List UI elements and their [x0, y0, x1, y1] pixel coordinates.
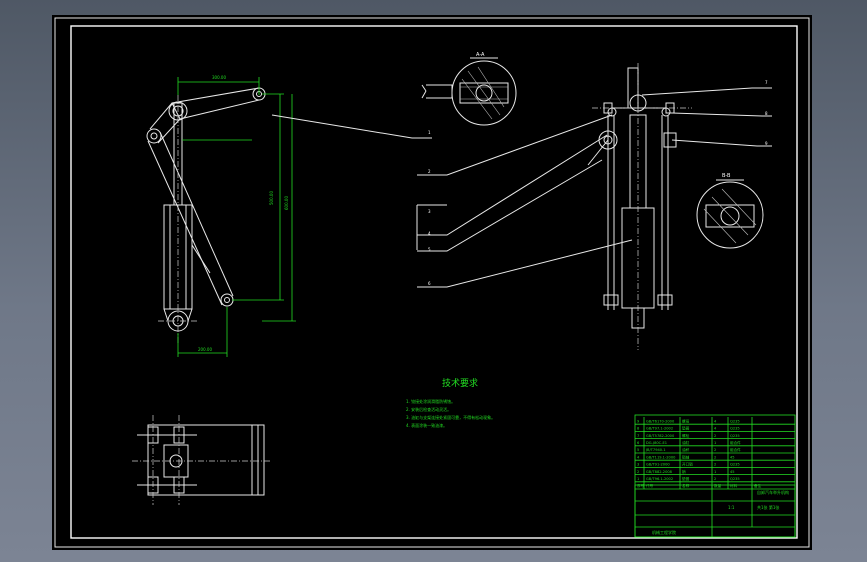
bom-cell: 油缸 [682, 440, 690, 445]
svg-text:8: 8 [765, 111, 768, 116]
plan-view [132, 415, 272, 505]
bom-cell: 2 [714, 463, 716, 467]
bom-cell: 3 [637, 463, 639, 467]
bom-cell: 2 [637, 470, 639, 474]
svg-text:600.00: 600.00 [284, 196, 289, 210]
bom-cell: 销 [682, 469, 686, 474]
bom-cell: 5 [637, 448, 639, 452]
notes-title: 技术要求 [442, 377, 478, 389]
balloon-labels: 1 2 3 4 5 6 7 8 9 [428, 80, 768, 286]
svg-text:300.00: 300.00 [212, 75, 226, 80]
bom-cell: 45 [730, 470, 735, 474]
bom-header-cell: 代号 [646, 483, 654, 488]
title-block: 自卸汽车举升机构 1:1 共1张 第1张 机械工程学院 [634, 484, 796, 538]
bom-cell: 8 [637, 427, 640, 431]
svg-text:4: 4 [428, 231, 431, 236]
detail-a: A-A [421, 52, 517, 126]
cad-drawing-canvas[interactable]: 300.00 500.00 600.00 200.00 [52, 15, 812, 550]
bom-cell: GB/T97.1-2002 [646, 427, 673, 431]
bom-cell: GB/T6170-2000 [646, 419, 675, 423]
bom-cell: 2 [714, 455, 716, 459]
bom-header-cell: 数量 [714, 483, 722, 488]
bom-cell: GB/T91-2000 [646, 463, 670, 467]
svg-text:1: 1 [428, 130, 431, 135]
technical-notes: 技术要求 1. 铰接处涂润滑脂防锈蚀。 2. 安装后检查活动灵活。 3. 油缸与… [406, 377, 495, 428]
svg-text:3: 3 [428, 209, 431, 214]
bom-cell: 垫圈 [682, 476, 690, 481]
bom-cell: 7 [637, 434, 639, 438]
bom-cell: 4 [714, 427, 717, 431]
bom-cell: 油杯 [682, 447, 690, 452]
svg-text:B-B: B-B [722, 173, 731, 179]
note-2: 2. 安装后检查活动灵活。 [406, 406, 451, 412]
svg-text:5: 5 [428, 247, 431, 252]
leader-lines-right [416, 87, 772, 288]
bom-cell: 4 [637, 455, 640, 459]
bom-cell: 2 [714, 448, 716, 452]
bom-cell: 6 [637, 441, 640, 445]
detail-b: B-B [696, 173, 764, 249]
svg-text:2: 2 [428, 169, 431, 174]
school-name: 机械工程学院 [652, 529, 676, 535]
bom-cell: 4 [714, 419, 717, 423]
bom-header-cell: 名称 [682, 483, 690, 488]
note-4: 4. 表面涂装一致油漆。 [406, 422, 447, 428]
pivot-lower [220, 293, 234, 307]
bom-cell: Q235 [730, 463, 740, 467]
bom-cell: Q235 [730, 477, 740, 481]
bom-cell: GB/T5782-2000 [646, 434, 675, 438]
bom-cell: 2 [714, 434, 716, 438]
bom-cell: 螺栓 [682, 433, 690, 438]
bom-cell: Q235 [730, 427, 740, 431]
bom-cell: 销轴 [682, 454, 690, 459]
bom-header-cell: 序号 [637, 483, 645, 488]
sheet-info: 共1张 第1张 [757, 504, 779, 510]
bom-cell: 组合件 [730, 440, 741, 445]
svg-text:200.00: 200.00 [198, 347, 212, 352]
bom-cell: Q235 [730, 434, 740, 438]
bom-cell: 组合件 [730, 447, 741, 452]
inner-frame [70, 25, 798, 539]
bom-header-cell: 材料 [730, 483, 738, 488]
leader-line-main [271, 114, 432, 139]
main-elevation-view: 300.00 500.00 600.00 200.00 [146, 75, 296, 357]
bom-cell: 2 [714, 477, 716, 481]
svg-text:6: 6 [428, 281, 431, 286]
bom-cell: 1 [637, 477, 639, 481]
bom-cell: 1 [714, 470, 716, 474]
note-3: 3. 油缸与支架连接处紧固可靠，不得有松动现象。 [406, 414, 495, 420]
bom-cell: 垫圈 [682, 426, 690, 431]
bom-cell: 1 [714, 441, 716, 445]
svg-text:9: 9 [765, 141, 768, 146]
side-view [592, 63, 692, 350]
svg-text:500.00: 500.00 [269, 191, 274, 205]
bom-cell: GB/T96.1-2002 [646, 477, 673, 481]
drawing-name: 自卸汽车举升机构 [757, 489, 789, 495]
bom-cell: 螺母 [682, 418, 690, 423]
bom-cell: GB/T119.1-2000 [646, 455, 676, 459]
svg-text:A-A: A-A [476, 52, 485, 58]
outer-frame [54, 17, 810, 548]
bom-header-cell: 备注 [754, 483, 762, 488]
bom-cell: JB/T7940.1 [645, 448, 666, 452]
pivot-left [146, 128, 162, 144]
bom-cell: GB/T882-2008 [646, 470, 673, 474]
bom-cell: 开口销 [682, 462, 693, 467]
bom-cell: Q235 [730, 419, 740, 423]
note-1: 1. 铰接处涂润滑脂防锈蚀。 [406, 398, 455, 404]
bom-cell: DG-J80C-E1 [646, 441, 667, 445]
scale-value: 1:1 [728, 505, 735, 510]
bom-cell: 45 [730, 455, 735, 459]
svg-text:7: 7 [765, 80, 768, 85]
bom-cell: 9 [637, 419, 640, 423]
